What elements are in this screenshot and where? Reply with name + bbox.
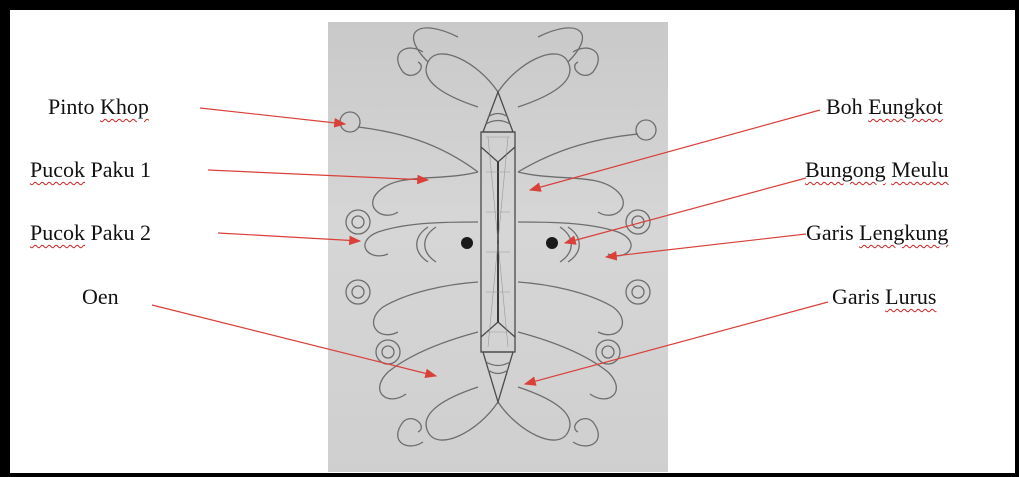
pinto-khop-circle-right (636, 120, 656, 140)
label-boh-eungkot: Boh Eungkot (826, 95, 943, 119)
fern-right-3 (518, 282, 622, 335)
top-outer-left (414, 28, 458, 62)
label-pucok-paku-1: Pucok Paku 1 (30, 158, 151, 182)
label-pucok-paku-2: Pucok Paku 2 (30, 221, 151, 245)
corner-arm-right (518, 134, 638, 172)
label-garis-lengkung: Garis Lengkung (806, 221, 948, 245)
top-outer-right (538, 28, 582, 62)
fern-right-1 (518, 172, 623, 215)
dot-right (546, 237, 558, 249)
label-oen: Oen (82, 285, 119, 309)
fern-left-2 (365, 222, 478, 256)
pinto-khop-circle-left (340, 112, 360, 132)
aceh-motif-drawing (328, 22, 668, 472)
fern-right-2 (518, 222, 631, 256)
bottom-lobe-left (426, 387, 498, 440)
fern-left-3 (374, 282, 478, 335)
label-bungong-meulu: Bungong Meulu (805, 158, 949, 182)
top-lobe-right (498, 54, 570, 107)
fern-left-1 (373, 172, 478, 215)
bottom-lobe-right (498, 387, 570, 440)
top-lobe-left (426, 54, 498, 107)
label-garis-lurus: Garis Lurus (832, 285, 936, 309)
corner-arm-left (358, 127, 478, 172)
label-pinto-khop: Pinto Khop (48, 95, 149, 119)
dot-left (461, 237, 473, 249)
motif-photo (328, 22, 668, 472)
